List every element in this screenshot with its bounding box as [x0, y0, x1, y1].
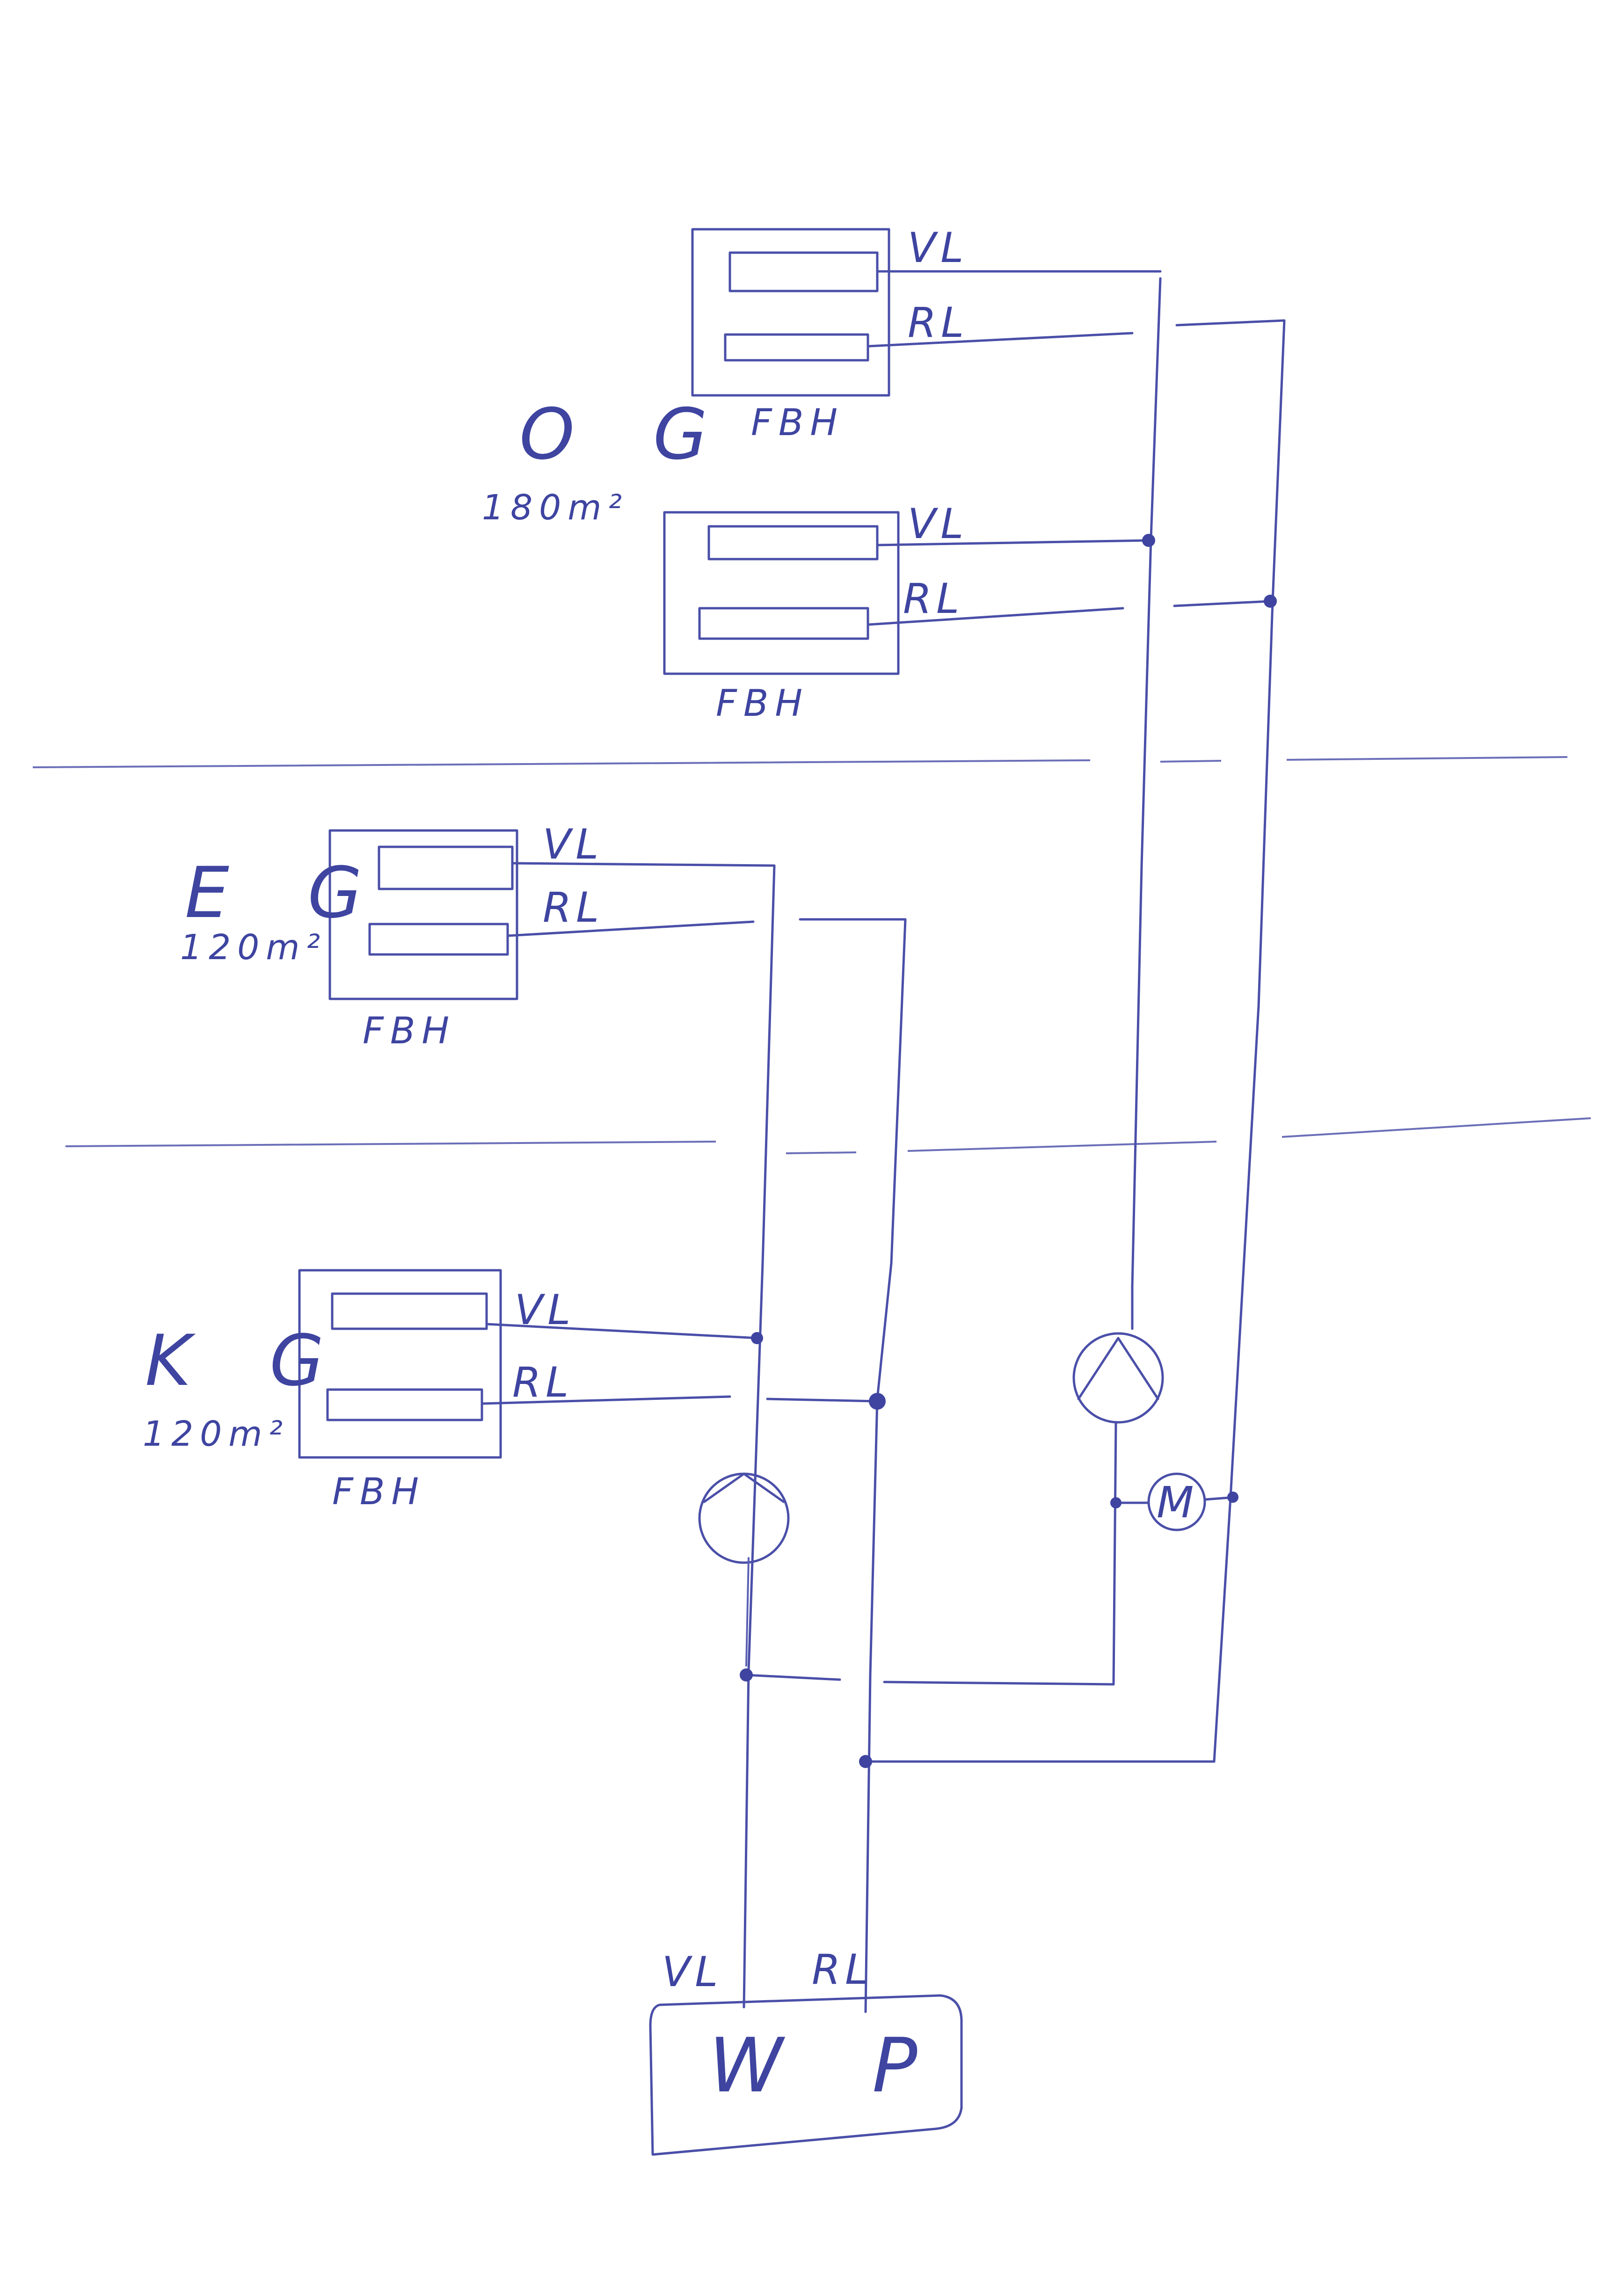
pump-eg-kg: [698, 1472, 790, 1667]
bottom-supply-link: [883, 1681, 1115, 1686]
rl-label-eg: RL: [543, 883, 604, 932]
fbh-box-og-1: [691, 228, 890, 397]
fbh-label-eg: FBH: [363, 1010, 456, 1052]
junction-bottom-supply: [740, 1668, 753, 1682]
kg-return-pipe: [481, 1395, 731, 1405]
fbh-loop-eg-a: [378, 845, 514, 890]
junction-kg-return: [869, 1393, 886, 1410]
fbh-loop-og-2a: [707, 525, 879, 561]
kg-heating-circuit: [298, 1269, 879, 1459]
eg-return-riser: [799, 918, 907, 2013]
og-supply-riser: [1131, 277, 1162, 1330]
eg-heating-circuit: [328, 829, 907, 2013]
pump-og: [1072, 1332, 1164, 1424]
og-heating-circuit-2: [663, 511, 1150, 675]
junction-mixer-left: [1110, 1497, 1122, 1508]
floor-area-kg: 120m²: [143, 1414, 289, 1454]
vl-label-kg: VL: [515, 1286, 575, 1334]
og-heating-circuit-1: [691, 228, 1162, 397]
fbh-label-og-2: FBH: [716, 683, 809, 725]
fbh-box-og-2: [663, 511, 900, 675]
return-pipe-og-1: [867, 332, 1134, 348]
mixer-label: M: [1157, 1478, 1194, 1528]
fbh-loop-eg-b: [368, 923, 509, 956]
floor-name-kg: K G: [145, 1320, 352, 1402]
mixer-icon: [1147, 1472, 1206, 1531]
rl-label-heat-pump: RL: [812, 1945, 873, 1994]
vl-label-eg: VL: [543, 820, 603, 868]
heat-pump-label: W P: [709, 2022, 950, 2109]
floor-area-og: 180m²: [482, 488, 628, 528]
fbh-box-eg: [328, 829, 518, 1000]
og-pump-outlet: [1112, 1421, 1117, 1686]
floor-area-eg: 120m²: [180, 927, 327, 968]
floor-divider-eg-kg: [65, 1117, 1591, 1154]
vl-label-og-2: VL: [908, 500, 968, 548]
junction-og-supply: [1142, 534, 1155, 547]
rl-label-kg: RL: [512, 1358, 573, 1406]
fbh-box-kg: [298, 1269, 502, 1459]
eg-supply-line: [511, 862, 776, 2009]
fbh-loop-kg-b: [326, 1388, 483, 1421]
vl-label-heat-pump: VL: [662, 1948, 722, 1996]
floor-name-og: O G: [519, 394, 736, 475]
floor-divider-og-eg: [32, 756, 1568, 768]
og-return-riser: [1175, 319, 1286, 1763]
vl-label-og-1: VL: [908, 224, 968, 272]
pump-og-icon: [1072, 1332, 1164, 1424]
heat-pump-box: [649, 1994, 963, 2156]
junction-bottom-return: [859, 1755, 872, 1768]
junction-kg-supply: [751, 1332, 763, 1344]
return-pipe-og-2: [867, 607, 1124, 626]
bottom-supply-stub: [745, 1674, 841, 1681]
pump-eg-kg-icon: [698, 1472, 790, 1564]
kg-return-branch: [766, 1398, 879, 1403]
floor-name-eg: E G: [185, 852, 390, 934]
junction-og-return: [1264, 595, 1277, 608]
eg-return-pipe: [506, 920, 755, 937]
rl-label-og-2: RL: [903, 575, 964, 623]
junction-mixer-right: [1227, 1492, 1238, 1503]
kg-supply-pipe: [485, 1323, 759, 1340]
supply-pipe-og-2: [876, 539, 1150, 546]
fbh-label-kg: FBH: [332, 1471, 425, 1513]
rl-label-og-1: RL: [908, 299, 969, 347]
fbh-loop-kg-a: [331, 1292, 488, 1330]
fbh-label-og-1: FBH: [751, 402, 844, 444]
fbh-loop-og-1a: [728, 251, 879, 292]
fbh-loop-og-1b: [724, 333, 869, 362]
fbh-loop-og-2b: [698, 607, 869, 640]
og-return-branch: [1173, 600, 1272, 607]
